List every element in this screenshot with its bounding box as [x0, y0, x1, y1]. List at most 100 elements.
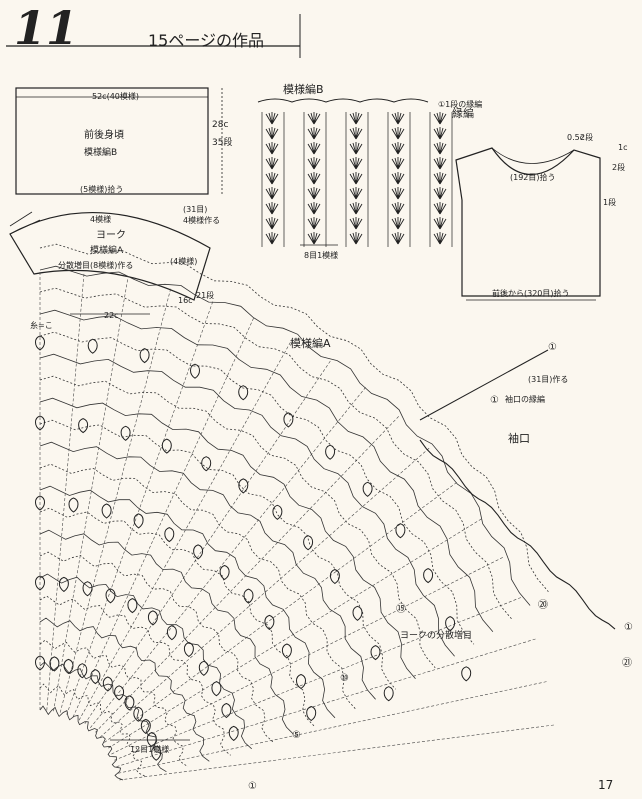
- fan-stitch: [383, 686, 394, 702]
- pattern-b-repeat: 8目1模様: [304, 250, 338, 260]
- pine-stitch: [391, 186, 405, 200]
- pattern-spoke: [53, 277, 129, 712]
- pattern-spoke: [95, 414, 401, 733]
- edging-top-rows-num: 2段: [580, 132, 593, 142]
- marker-5: ⑤: [292, 730, 301, 741]
- fan-stitch: [78, 418, 89, 434]
- fan-stitch: [243, 588, 254, 604]
- pattern-row: [39, 375, 436, 668]
- pine-stitch: [307, 186, 321, 200]
- pine-stitch: [265, 186, 279, 200]
- pine-stitch: [433, 216, 447, 230]
- edging-top-rows: 0.5c: [567, 133, 584, 142]
- pine-stitch: [265, 216, 279, 230]
- bottom-right-label: 16c: [178, 296, 193, 305]
- marker-10: ⑩: [340, 673, 349, 684]
- fan-stitch: [63, 658, 74, 674]
- pattern-spoke: [99, 446, 431, 738]
- height-label: 28c: [212, 120, 228, 130]
- fan-stitch: [423, 568, 434, 584]
- pine-stitch: [433, 231, 447, 245]
- fan-stitch: [114, 685, 125, 701]
- pine-stitch: [307, 111, 321, 125]
- pine-stitch: [391, 201, 405, 215]
- edging-right-rows2: 1段: [603, 197, 616, 207]
- pine-stitch: [349, 231, 363, 245]
- edging-schematic: 縁編 0.5c 2段 1c 2段 (192目)拾う 1段 前後から(320目)拾…: [452, 106, 628, 301]
- pattern-row: [39, 485, 336, 719]
- body-pattern-label: 模様編B: [84, 146, 117, 158]
- fan-stitch: [198, 660, 209, 676]
- pattern-row: [39, 573, 252, 750]
- pine-stitch: [433, 201, 447, 215]
- fan-stitch: [283, 412, 294, 428]
- pattern-row: [39, 397, 416, 679]
- pattern-b-title: 模様編B: [283, 82, 324, 96]
- pine-stitch: [265, 231, 279, 245]
- pattern-row: [39, 441, 376, 700]
- marker-20: ⑳: [538, 599, 548, 611]
- pattern-row: [39, 529, 294, 735]
- edging-right-rows: 2段: [612, 162, 625, 172]
- pattern-a-diagram: 模様編A 糸=こ ① (31目)作る ① 袖口の縁編 袖口 ⑳ ⑮ ヨークの分散…: [30, 243, 633, 792]
- fan-stitch: [161, 438, 172, 454]
- pine-stitch: [391, 231, 405, 245]
- pine-stitch: [349, 111, 363, 125]
- pine-stitch: [349, 156, 363, 170]
- edging-neck-pickup: (192目)拾う: [510, 172, 556, 182]
- pine-stitch: [391, 126, 405, 140]
- pattern-row: [39, 419, 397, 690]
- pickup-label: (5模様)拾う: [80, 184, 123, 194]
- yoke-top-label: 4模様: [90, 214, 111, 224]
- edging-title: 縁編: [452, 106, 474, 120]
- right-chain-label: (31目): [183, 205, 207, 214]
- pine-stitch: [433, 111, 447, 125]
- fan-stitch: [219, 565, 230, 580]
- fan-stitch: [101, 503, 112, 519]
- fan-stitch: [211, 681, 222, 697]
- fan-stitch: [362, 481, 373, 497]
- pine-stitch: [391, 156, 405, 170]
- bottom-rows-label: 21段: [196, 290, 214, 300]
- fan-stitch: [264, 614, 275, 630]
- pattern-number: 11: [14, 1, 78, 55]
- fan-stitch: [303, 535, 314, 551]
- pattern-spoke: [114, 596, 523, 761]
- pattern-row: [39, 287, 512, 620]
- pattern-b-note: ①1段の縁編: [438, 99, 482, 109]
- fan-stitch: [166, 625, 177, 641]
- fan-stitch: [296, 674, 306, 689]
- pattern-b-diagram: 模様編B ①1段の縁編 8目1模様: [257, 82, 482, 260]
- pattern-row: [39, 353, 455, 657]
- pattern-row: [39, 243, 549, 592]
- pine-stitch: [265, 111, 279, 125]
- page-reference-title: 15ページの作品: [148, 31, 264, 50]
- fan-stitch: [164, 527, 175, 543]
- sleeve-cuff-label: 袖口: [508, 431, 530, 445]
- pattern-spoke: [84, 359, 332, 724]
- marker-1-top: ①: [548, 342, 557, 353]
- fan-stitch: [120, 425, 131, 441]
- header: 11 15ページの作品: [6, 1, 301, 58]
- pattern-b-stitches: [261, 111, 453, 247]
- pine-stitch: [349, 141, 363, 155]
- pattern-row: [39, 265, 531, 606]
- yoke-pattern-label: 模様編A: [90, 244, 124, 256]
- fan-stitch: [82, 581, 93, 597]
- edging-bottom-pickup: 前後から(320目)拾う: [492, 288, 570, 298]
- pine-stitch: [349, 126, 363, 140]
- fan-stitch: [228, 725, 239, 741]
- pattern-spoke: [119, 724, 556, 781]
- pattern-spoke: [66, 299, 214, 715]
- pattern-row: [39, 309, 494, 633]
- fan-stitch: [445, 616, 456, 632]
- pattern-row: [39, 639, 189, 768]
- left-edge-mark: 糸=こ: [30, 320, 53, 330]
- pine-stitch: [433, 186, 447, 200]
- marker-15: ⑮: [396, 603, 406, 615]
- pattern-spoke: [104, 480, 459, 743]
- pattern-row: [39, 705, 124, 781]
- fan-stitch: [325, 444, 336, 460]
- body-label: 前後身頃: [84, 128, 124, 141]
